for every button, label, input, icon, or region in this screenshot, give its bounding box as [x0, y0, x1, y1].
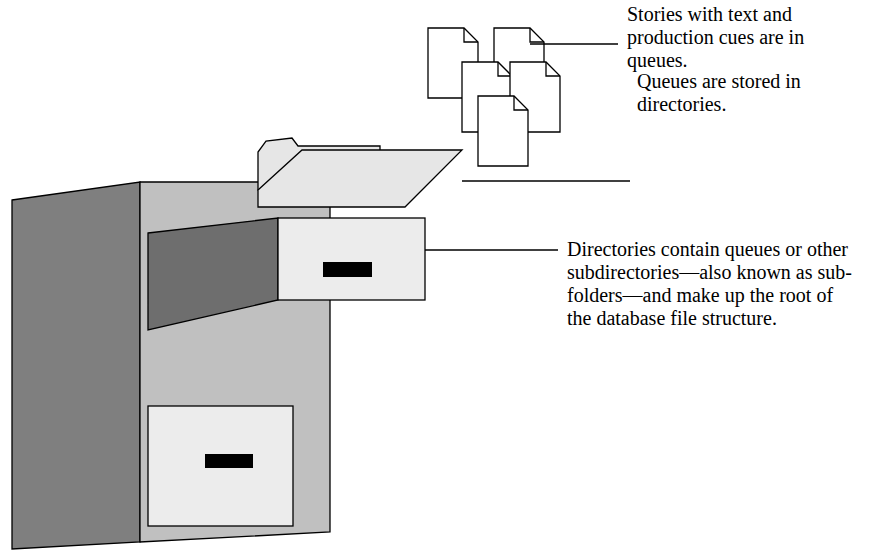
drawer-handle — [205, 454, 253, 468]
drawer-side — [148, 218, 278, 330]
drawer-front — [148, 406, 293, 526]
drawer-front — [278, 218, 425, 300]
story-pages — [428, 28, 560, 166]
cabinet-side — [12, 182, 140, 549]
folder-icon — [258, 138, 462, 207]
drawer-handle — [323, 262, 372, 277]
leader-line — [530, 43, 618, 44]
leader-line — [425, 249, 558, 250]
callout-text: Directories contain queues or other subd… — [567, 238, 859, 330]
callout-text: Stories with text and production cues ar… — [627, 3, 842, 72]
leader-line — [462, 180, 630, 181]
callout-text: Queues are stored in directories. — [637, 70, 859, 116]
